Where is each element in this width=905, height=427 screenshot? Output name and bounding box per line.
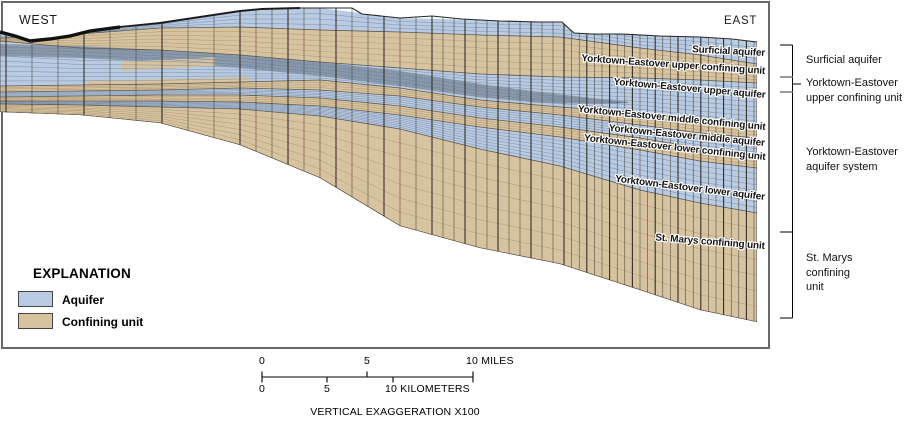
compass-east-label: EAST [724,15,758,27]
bracket-label-surficial-aquifer: Surficial aquifer [806,54,882,66]
vertical-exaggeration-note: VERTICAL EXAGGERATION X100 [310,406,480,418]
compass-west-label: WEST [19,13,58,27]
scale-miles-tick-10: 10 MILES [466,355,514,367]
legend-swatch-confining [18,313,53,329]
scale-kilometers-tick-10: 10 KILOMETERS [385,383,470,395]
legend-title: EXPLANATION [33,266,131,281]
scale-bar [261,371,474,383]
scale-miles-tick-5: 5 [363,355,371,367]
bracket-label-upper-confining-unit: Yorktown-Eastover upper confining unit [806,77,903,104]
unit-bracket [780,44,801,319]
bracket-label-aquifer-system: Yorktown-Eastover aquifer system [806,146,898,173]
legend-swatch-aquifer [18,291,53,307]
legend-label-confining: Confining unit [62,315,144,329]
legend-label-aquifer: Aquifer [62,293,104,307]
scale-kilometers-tick-5: 5 [323,383,331,395]
scale-kilometers-tick-0: 0 [258,383,266,395]
scale-miles-tick-0: 0 [258,355,266,367]
bracket-label-st-marys-confining-unit: St. Marys confining unit [806,252,853,293]
